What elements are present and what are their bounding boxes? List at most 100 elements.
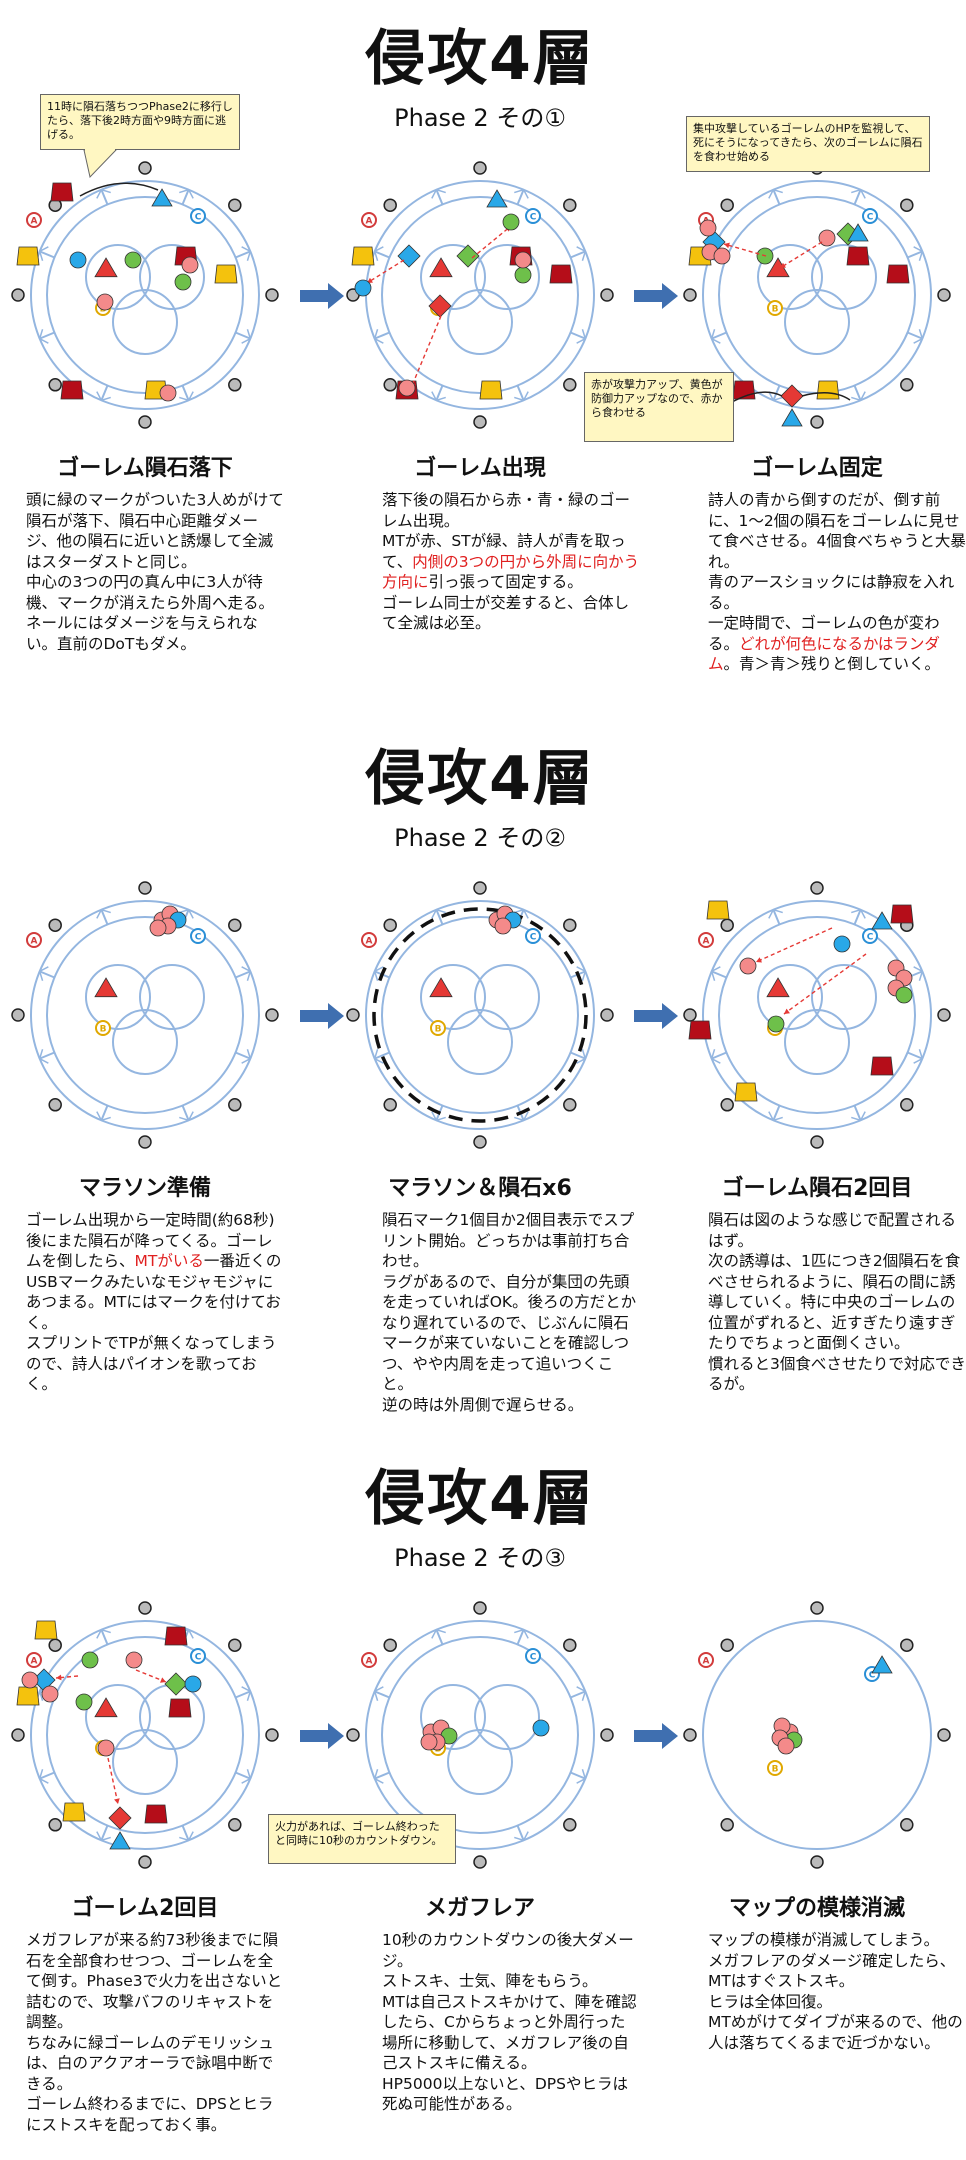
- usb-mark: [711, 331, 727, 340]
- outer-ring: [30, 1620, 260, 1850]
- usb-mark: [38, 966, 49, 981]
- pillar-post: [810, 881, 824, 895]
- pillar-post: [138, 161, 152, 175]
- description-paragraph: 慣れると3個食べさせたりで対応できるが。: [708, 1354, 966, 1394]
- description-paragraph: 隕石は図のような感じで配置されるはず。: [708, 1211, 957, 1250]
- center-circle: [447, 289, 513, 355]
- pillar-post: [900, 1098, 914, 1112]
- usb-mark: [39, 331, 55, 340]
- usb-mark: [514, 391, 529, 402]
- pillar-post: [48, 1638, 62, 1652]
- player-dot: [532, 1719, 550, 1737]
- section-title: 侵攻4層: [365, 1464, 595, 1534]
- usb-mark: [431, 908, 446, 919]
- usb-mark: [373, 966, 384, 981]
- waymark-a: A: [361, 1652, 377, 1668]
- center-circle: [112, 1729, 178, 1795]
- player-dot: [81, 1651, 99, 1669]
- description-paragraph: 逆の時は外周側で遅らせる。: [382, 1395, 584, 1414]
- diagram-golem-meteor-2: ACB: [682, 880, 952, 1150]
- center-circle: [85, 244, 151, 310]
- usb-mark: [374, 250, 390, 259]
- waymark-b: B: [767, 300, 783, 316]
- golem-marker: [428, 294, 452, 318]
- waymark-b: B: [767, 1760, 783, 1776]
- player-dot: [75, 1693, 93, 1711]
- meteor-block: [144, 1804, 168, 1824]
- arena: [346, 881, 614, 1149]
- golem-marker: [847, 223, 869, 242]
- player-dot: [502, 213, 520, 231]
- pillar-post: [810, 1601, 824, 1615]
- center-circle: [784, 1009, 850, 1075]
- usb-mark: [96, 1111, 111, 1122]
- golem-marker: [94, 257, 118, 278]
- section-title: 侵攻4層: [365, 24, 595, 94]
- waymark-a: A: [698, 932, 714, 948]
- pillar-post: [138, 1135, 152, 1149]
- usb-mark: [235, 1051, 251, 1060]
- description-paragraph: ゴーレム同士が交差すると、合体して全滅は必至。: [382, 593, 630, 633]
- pillar-post: [11, 288, 25, 302]
- description-paragraph: 次の誘導は、1匹につき2個隕石を食べさせられるように、隕石の間に誘導していく。特…: [708, 1252, 961, 1352]
- svg-text:C: C: [530, 933, 537, 943]
- pillar-post: [937, 288, 951, 302]
- center-circle: [474, 244, 540, 310]
- waymark-c: C: [190, 1648, 206, 1664]
- usb-mark: [373, 1769, 384, 1784]
- panel-caption: ゴーレム隕石2回目: [721, 1176, 913, 1201]
- usb-mark: [772, 385, 781, 401]
- section-title: 侵攻4層: [365, 744, 595, 814]
- center-circle: [811, 244, 877, 310]
- usb-mark: [711, 1051, 727, 1060]
- waymark-a: A: [698, 1652, 714, 1668]
- usb-mark: [181, 385, 190, 401]
- arrow-head: [114, 1798, 120, 1804]
- center-circle: [420, 964, 486, 1030]
- usb-mark: [181, 1825, 190, 1841]
- usb-mark: [516, 385, 525, 401]
- meteor-block: [16, 246, 40, 266]
- waymark-c: C: [190, 928, 206, 944]
- description-paragraph: HP5000以上ないと、DPSやヒラは死ぬ可能性がある。: [382, 2074, 628, 2114]
- svg-text:C: C: [195, 213, 202, 223]
- pillar-post: [265, 1728, 279, 1742]
- svg-text:A: A: [703, 1657, 710, 1667]
- player-dot: [41, 1685, 59, 1703]
- panel-caption: マップの模様消滅: [728, 1896, 905, 1921]
- usb-mark: [235, 331, 251, 340]
- usb-mark: [241, 1686, 252, 1701]
- diagram-golem-fix: ACB: [682, 160, 952, 430]
- usb-mark: [772, 189, 781, 205]
- usb-mark: [768, 1111, 783, 1122]
- usb-mark: [181, 1105, 190, 1121]
- pillar-post: [600, 1728, 614, 1742]
- panel-description: 隕石マーク1個目か2個目表示でスプリント開始。どっちかは事前打ち合わせ。ラグがあ…: [382, 1210, 640, 1415]
- arena: [683, 881, 951, 1149]
- usb-mark: [768, 908, 783, 919]
- waymark-c: C: [525, 928, 541, 944]
- section-2: 侵攻4層 Phase 2 その② ACB ACB ACB マラソン準備 マラソン…: [0, 720, 966, 1440]
- player-dot: [713, 247, 731, 265]
- waymark-c: C: [525, 1648, 541, 1664]
- center-circle: [447, 1009, 513, 1075]
- usb-mark: [235, 250, 251, 259]
- arena-svg: ACB: [11, 1601, 279, 1869]
- meteor-block: [168, 1698, 192, 1718]
- center-circle: [757, 964, 823, 1030]
- pillar-post: [138, 1601, 152, 1615]
- description-paragraph: 10秒のカウントダウンの後大ダメージ。: [382, 1931, 634, 1970]
- panel-caption: ゴーレム隕石落下: [57, 456, 233, 481]
- usb-mark: [96, 1628, 111, 1639]
- usb-mark: [435, 189, 444, 205]
- center-circle: [420, 244, 486, 310]
- player-dot: [398, 379, 416, 397]
- pillar-post: [11, 1728, 25, 1742]
- waymark-c: C: [862, 208, 878, 224]
- pillar-post: [228, 1638, 242, 1652]
- golem-marker: [429, 977, 453, 998]
- svg-text:A: A: [31, 1657, 38, 1667]
